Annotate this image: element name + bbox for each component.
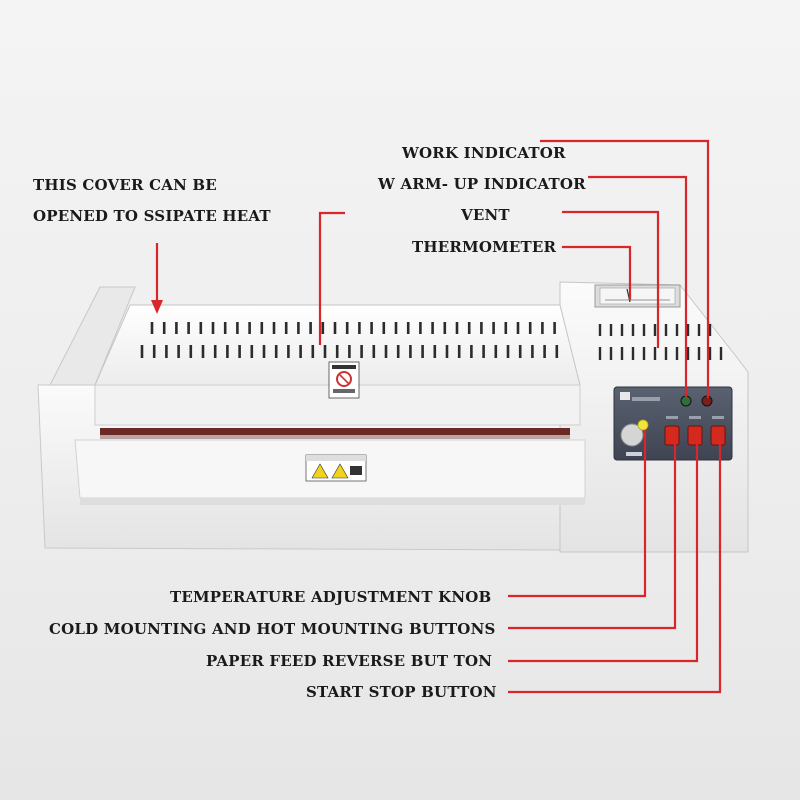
side-vent-row-2: (function(){ var g = document.currentScr… bbox=[598, 347, 723, 360]
work-indicator-callout bbox=[540, 139, 710, 398]
thermometer-label: THERMOMETER bbox=[412, 238, 557, 256]
cover-front-lip bbox=[94, 384, 581, 426]
temperature-knob bbox=[620, 423, 644, 447]
reverse-rocker-switch bbox=[687, 425, 703, 446]
cold-hot-callout bbox=[508, 440, 677, 630]
vent-label: VENT bbox=[461, 206, 510, 224]
start-stop-rocker-switch bbox=[710, 425, 726, 446]
start-stop-callout bbox=[508, 440, 722, 694]
caution-sticker bbox=[305, 454, 367, 482]
cover-label-line-1: THIS COVER CAN BE bbox=[33, 176, 217, 194]
reverse-callout bbox=[508, 440, 699, 663]
paper-feed-reverse-label: PAPER FEED REVERSE BUT TON bbox=[206, 652, 493, 670]
cold-hot-rocker-switch bbox=[664, 425, 680, 446]
control-panel bbox=[613, 386, 733, 461]
temperature-knob-label: TEMPERATURE ADJUSTMENT KNOB bbox=[170, 588, 492, 606]
cover-heat-callout bbox=[318, 211, 345, 345]
callout-lines bbox=[151, 139, 722, 694]
warning-sticker bbox=[328, 361, 360, 399]
warmup-indicator-callout bbox=[588, 175, 688, 398]
cover-vent-row-2: (function(){ var g = document.currentScr… bbox=[140, 345, 559, 358]
temperature-knob-callout bbox=[508, 430, 647, 598]
laminator-machine: (function(){ var g = document.currentScr… bbox=[37, 281, 749, 553]
thermometer-gauge bbox=[594, 284, 681, 308]
work-indicator-label: WORK INDICATOR bbox=[402, 144, 566, 162]
cover-arrowhead bbox=[151, 300, 163, 314]
feed-slot-shadow bbox=[100, 435, 570, 439]
cold-hot-buttons-label: COLD MOUNTING AND HOT MOUNTING BUTTONS bbox=[49, 620, 496, 638]
temperature-knob-cap bbox=[637, 419, 649, 431]
start-stop-label: START STOP BUTTON bbox=[306, 683, 497, 701]
warmup-indicator-label: W ARM- UP INDICATOR bbox=[378, 175, 586, 193]
thermometer-callout bbox=[562, 245, 632, 300]
vent-callout bbox=[562, 210, 660, 348]
feed-slot bbox=[100, 428, 570, 435]
cover-vent-row-1: (function(){ var g = document.currentScr… bbox=[150, 322, 556, 334]
side-vent-row-1: (function(){ var g = document.currentScr… bbox=[598, 324, 712, 336]
cover-label-line-2: OPENED TO SSIPATE HEAT bbox=[33, 207, 271, 225]
